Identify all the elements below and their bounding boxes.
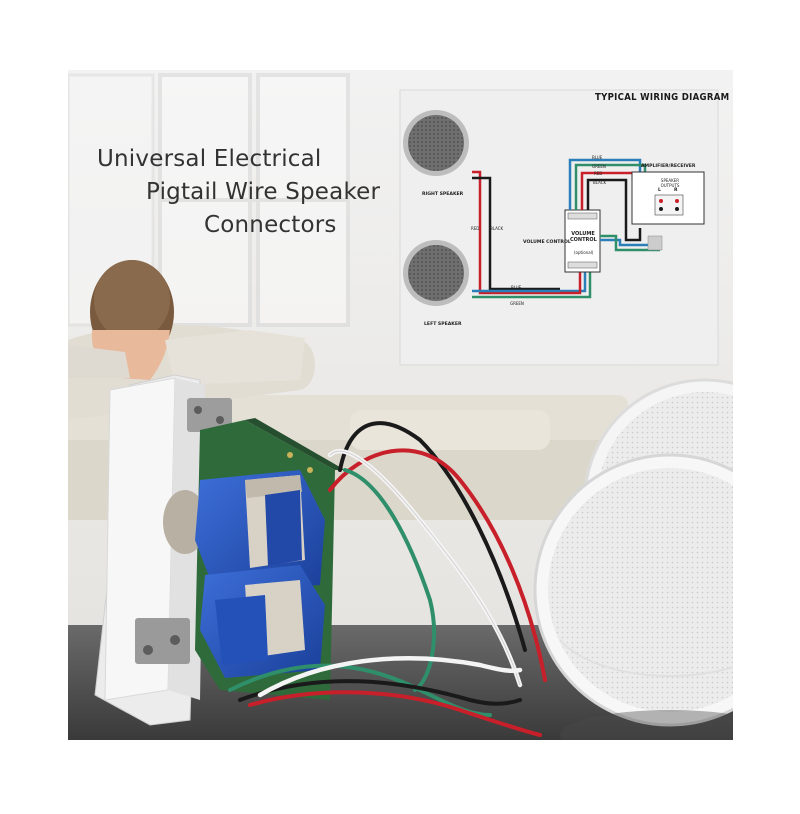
- label-optional: (optional): [574, 250, 594, 255]
- transformer-upper: [195, 470, 325, 592]
- label-left-speaker: LEFT SPEAKER: [424, 322, 462, 327]
- label-wire-black-top: BLACK: [593, 180, 607, 185]
- label-wire-red-top: RED: [594, 171, 603, 176]
- label-wire-blue-left: BLUE: [511, 285, 522, 290]
- diagram-title: TYPICAL WIRING DIAGRAM: [595, 92, 730, 103]
- label-amplifier: AMPLIFIER/RECEIVER: [641, 164, 696, 169]
- label-wire-green-top: GREEN: [592, 164, 606, 169]
- volume-control-box: [564, 209, 601, 273]
- headline-line-2: Pigtail Wire Speaker: [146, 179, 381, 205]
- label-wire-blue-top: BLUE: [592, 155, 603, 160]
- speaker-wires: [228, 421, 547, 737]
- headline-line-1: Universal Electrical: [97, 146, 322, 172]
- label-volume-control-side: VOLUME CONTROL: [523, 240, 571, 245]
- label-right-speaker: RIGHT SPEAKER: [422, 192, 464, 197]
- wiring-diagram: [399, 89, 719, 366]
- label-channel-l: L: [658, 188, 661, 193]
- label-volume-control-box: VOLUME CONTROL: [570, 231, 597, 243]
- label-wire-red: RED: [471, 226, 480, 231]
- label-wire-black: BLACK: [490, 226, 504, 231]
- label-wire-green-left: GREEN: [510, 301, 524, 306]
- label-speaker-outputs: SPEAKER OUTPUTS: [660, 178, 680, 188]
- label-channel-r: R: [674, 188, 678, 193]
- background-windows: [66, 73, 350, 327]
- transformer-lower: [200, 565, 325, 678]
- headline-line-3: Connectors: [204, 212, 337, 238]
